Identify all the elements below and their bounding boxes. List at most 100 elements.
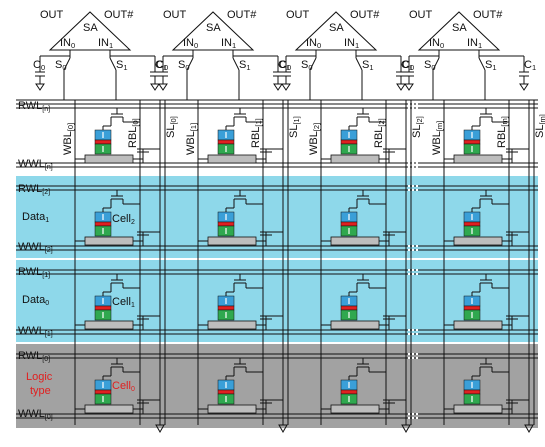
- switch0-icon: [309, 57, 317, 71]
- wwl-0-label: WWL[0]: [18, 408, 53, 421]
- out-bar-label: OUT#: [473, 9, 503, 21]
- wbl-label: WBL[m]: [431, 121, 444, 155]
- switch0-label: S0: [55, 59, 67, 72]
- ground-icon: [519, 83, 529, 91]
- out-bar-label: OUT#: [227, 9, 257, 21]
- cell1-label: Cell1: [112, 296, 135, 309]
- out-bar-label: OUT#: [350, 9, 380, 21]
- cell-0-3: [444, 108, 529, 164]
- switch1-label: S1: [239, 59, 251, 72]
- sa-label: SA: [206, 22, 221, 34]
- rbl-label: RBL[2]: [373, 118, 386, 148]
- out-bar-label: OUT#: [104, 9, 134, 21]
- ground-icon: [155, 424, 165, 434]
- bottom-electrode: [453, 320, 503, 330]
- mtj-barrier: [94, 221, 112, 227]
- mtj-barrier: [340, 389, 358, 395]
- wbl-label: WBL[0]: [62, 123, 75, 155]
- switch0-label: S0: [424, 59, 436, 72]
- bottom-electrode: [84, 320, 134, 330]
- mtj-barrier: [463, 389, 481, 395]
- out-label: OUT: [286, 9, 310, 21]
- sl-label: SL[2]: [411, 116, 424, 138]
- in0-label: IN0: [306, 37, 321, 50]
- sl-label: SL[1]: [288, 116, 301, 138]
- bottom-electrode: [207, 404, 257, 414]
- sl-label: SL[0]: [165, 116, 178, 138]
- logic-region: [16, 344, 538, 428]
- rbl-label: RBL[1]: [250, 118, 263, 148]
- ground-icon: [401, 424, 411, 434]
- c1-label: C1: [524, 59, 536, 72]
- switch1-icon: [478, 57, 486, 71]
- bottom-electrode: [84, 236, 134, 246]
- mtj-barrier: [94, 139, 112, 145]
- in1-label: IN1: [221, 37, 236, 50]
- bottom-electrode: [453, 236, 503, 246]
- sa-label: SA: [329, 22, 344, 34]
- rwl-0-label: RWL[0]: [18, 350, 50, 363]
- logic-type-label-line2: type: [30, 385, 51, 397]
- mtj-barrier: [217, 139, 235, 145]
- switch0-icon: [432, 57, 440, 71]
- c1-label: C1: [401, 59, 413, 72]
- ground-icon: [278, 424, 288, 434]
- mtj-barrier: [340, 221, 358, 227]
- data1-label: Data1: [22, 211, 49, 224]
- in0-label: IN0: [60, 37, 75, 50]
- bottom-electrode: [453, 154, 503, 164]
- switch1-icon: [109, 57, 117, 71]
- bottom-electrode: [330, 320, 380, 330]
- in1-label: IN1: [98, 37, 113, 50]
- bottom-electrode: [207, 154, 257, 164]
- mtj-barrier: [217, 221, 235, 227]
- in1-label: IN1: [344, 37, 359, 50]
- ground-icon: [150, 83, 160, 91]
- mtj-barrier: [94, 389, 112, 395]
- switch1-icon: [355, 57, 363, 71]
- wbl-label: WBL[1]: [185, 123, 198, 155]
- out-label: OUT: [163, 9, 187, 21]
- mtj-barrier: [340, 139, 358, 145]
- cell-3-3: [444, 358, 529, 414]
- ground-icon: [396, 83, 406, 91]
- sa-label: SA: [83, 22, 98, 34]
- logic-type-label-line1: Logic: [26, 371, 53, 383]
- cell-3-0: [75, 358, 160, 414]
- data0-label: Data0: [22, 294, 49, 307]
- switch1-icon: [232, 57, 240, 71]
- switch1-label: S1: [116, 59, 128, 72]
- cell-2-2: [321, 274, 406, 330]
- cell-0-1: [198, 108, 283, 164]
- mtj-barrier: [463, 305, 481, 311]
- out-label: OUT: [409, 9, 433, 21]
- wwl-1-label: WWL[1]: [18, 325, 53, 338]
- rwl-2-label: RWL[2]: [18, 183, 50, 196]
- bottom-electrode: [330, 154, 380, 164]
- sl-label: SL[m]: [534, 114, 545, 138]
- cell-3-2: [321, 358, 406, 414]
- c0-label: C0: [279, 59, 291, 72]
- rows-layer: [16, 99, 538, 419]
- cell0-label: Cell0: [112, 380, 135, 393]
- in0-label: IN0: [183, 37, 198, 50]
- cell-1-3: [444, 190, 529, 246]
- bottom-electrode: [207, 320, 257, 330]
- out-label: OUT: [40, 9, 64, 21]
- rwl-n-label: RWL[n]: [18, 100, 50, 113]
- mtj-barrier: [463, 139, 481, 145]
- sense-amp-triangle-icon: [417, 11, 501, 51]
- rwl-1-label: RWL[1]: [18, 266, 50, 279]
- bottom-electrode: [453, 404, 503, 414]
- bottom-electrode: [84, 404, 134, 414]
- wwl-n-label: WWL[n]: [18, 158, 53, 171]
- c0-label: C0: [33, 59, 45, 72]
- switch0-label: S0: [178, 59, 190, 72]
- wbl-label: WBL[2]: [308, 123, 321, 155]
- cell-1-0: [75, 190, 160, 246]
